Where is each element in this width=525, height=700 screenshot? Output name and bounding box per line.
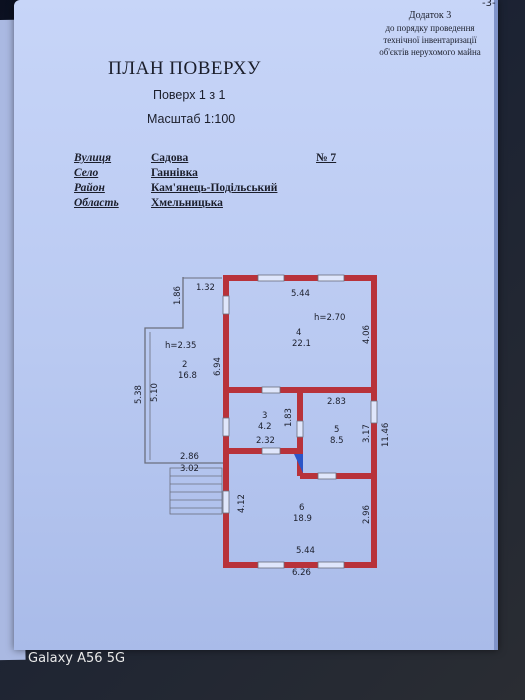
dim-6-26: 6.26 <box>292 568 311 578</box>
street-label: Вулиця <box>74 152 112 164</box>
dim-11-46: 11.46 <box>381 423 391 447</box>
room-6-number: 6 <box>299 503 304 513</box>
dim-5-10: 5.10 <box>150 383 160 402</box>
room-2-area: 16.8 <box>178 371 197 381</box>
dim-6-94: 6.94 <box>213 357 223 376</box>
appendix-line: технічної інвентаризації <box>383 35 477 45</box>
dim-2-83: 2.83 <box>327 397 346 407</box>
veranda-walls <box>144 277 225 464</box>
district-value: Кам'янець-Подільський <box>151 182 278 194</box>
height-2-35: h=2.35 <box>165 341 196 351</box>
camera-watermark: Galaxy A56 5G <box>28 651 126 666</box>
document-page: -3- Додаток 3 до порядку проведення техн… <box>14 0 498 650</box>
district-label: Район <box>74 182 105 194</box>
appendix-line: об'єктів нерухомого майна <box>379 47 481 57</box>
dim-3-17: 3.17 <box>362 424 372 443</box>
room-5-area: 8.5 <box>330 436 344 446</box>
region-label: Область <box>74 197 119 209</box>
floor-label: Поверх 1 з 1 <box>153 88 226 102</box>
dim-5-44-top: 5.44 <box>291 289 310 299</box>
room-6-area: 18.9 <box>293 514 312 524</box>
appendix-note: Додаток 3 до порядку проведення технічно… <box>360 10 500 58</box>
village-value: Ганнівка <box>151 167 198 179</box>
dim-4-06: 4.06 <box>362 325 372 344</box>
dim-2-96: 2.96 <box>362 505 372 524</box>
appendix-line: Додаток 3 <box>408 10 452 21</box>
stairwell-marker <box>294 454 303 473</box>
room-2-number: 2 <box>182 360 187 370</box>
dim-1-86: 1.86 <box>173 286 183 305</box>
page-title: ПЛАН ПОВЕРХУ <box>108 58 261 79</box>
appendix-line: до порядку проведення <box>385 23 475 33</box>
porch-stairs <box>169 467 223 515</box>
dim-5-44-bottom: 5.44 <box>296 546 315 556</box>
street-value: Садова <box>151 152 189 164</box>
region-value: Хмельницька <box>151 197 223 209</box>
room-5-number: 5 <box>334 425 339 435</box>
village-label: Село <box>74 167 99 179</box>
dim-5-38: 5.38 <box>134 385 144 404</box>
dim-1-32: 1.32 <box>196 283 215 293</box>
room-4-number: 4 <box>296 328 301 338</box>
room-3-number: 3 <box>262 411 267 421</box>
dim-2-86: 2.86 <box>180 452 199 462</box>
room-3-area: 4.2 <box>258 422 272 432</box>
dim-4-12: 4.12 <box>237 494 247 513</box>
house-number: № 7 <box>316 152 337 164</box>
dim-2-32: 2.32 <box>256 436 275 446</box>
height-2-70: h=2.70 <box>314 313 345 323</box>
dim-3-02: 3.02 <box>180 464 199 474</box>
page-edge <box>494 0 498 650</box>
room-4-area: 22.1 <box>292 339 311 349</box>
scale-label: Масштаб 1:100 <box>147 112 236 126</box>
page-number: -3- <box>482 0 496 9</box>
dim-1-83: 1.83 <box>284 408 294 427</box>
window-openings <box>222 274 378 569</box>
